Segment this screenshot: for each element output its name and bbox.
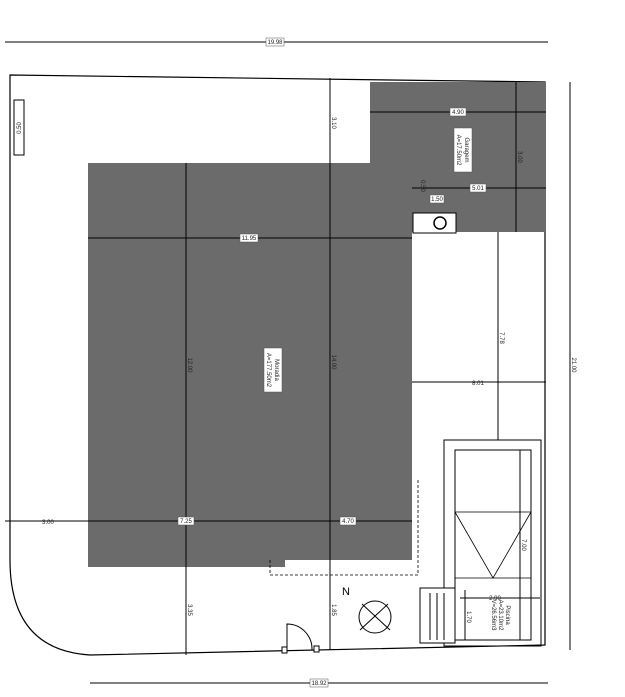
garage-label: Garagem A=17.50m2 xyxy=(453,127,473,173)
svg-text:18.92: 18.92 xyxy=(311,681,327,687)
svg-text:4.70: 4.70 xyxy=(342,519,354,525)
svg-text:14.00: 14.00 xyxy=(330,354,336,370)
side-tag-label: 0.50 xyxy=(17,122,23,134)
svg-text:5.01: 5.01 xyxy=(472,186,484,192)
svg-text:V=26.56m3: V=26.56m3 xyxy=(490,600,496,632)
svg-text:1.50: 1.50 xyxy=(431,197,443,203)
svg-text:0.50: 0.50 xyxy=(419,180,425,192)
plot-boundary xyxy=(9,74,546,656)
svg-text:3.00: 3.00 xyxy=(42,520,54,526)
svg-text:8.01: 8.01 xyxy=(472,381,484,387)
svg-text:12.00: 12.00 xyxy=(186,357,192,373)
svg-text:7.78: 7.78 xyxy=(498,332,504,344)
svg-text:1.85: 1.85 xyxy=(330,604,336,616)
svg-text:Garagem: Garagem xyxy=(463,137,469,162)
house xyxy=(88,163,412,567)
dimension-labels: 19.98 18.92 21.00 11.95 12.00 14.00 3.10… xyxy=(42,37,576,688)
svg-text:3.35: 3.35 xyxy=(186,604,192,616)
svg-text:A=177.50m2: A=177.50m2 xyxy=(265,353,271,388)
svg-text:A=17.50m2: A=17.50m2 xyxy=(455,135,461,167)
house-label: Moradia A=177.50m2 xyxy=(263,347,283,393)
svg-text:2.90: 2.90 xyxy=(489,596,501,602)
svg-text:3.00: 3.00 xyxy=(516,151,522,163)
svg-text:1.70: 1.70 xyxy=(465,611,471,623)
pool-label: Piscina A=23.10m2 V=26.56m3 xyxy=(490,600,510,632)
svg-text:Piscina: Piscina xyxy=(504,605,510,625)
side-tag xyxy=(13,99,25,156)
svg-text:19.98: 19.98 xyxy=(267,40,283,46)
svg-text:21.00: 21.00 xyxy=(570,357,576,373)
pool xyxy=(454,449,532,641)
svg-text:7.25: 7.25 xyxy=(180,519,192,525)
svg-text:Moradia: Moradia xyxy=(273,359,279,381)
svg-text:7.00: 7.00 xyxy=(520,539,526,551)
svg-text:3.10: 3.10 xyxy=(330,117,336,129)
north-arrow-icon xyxy=(358,600,392,634)
svg-text:4.90: 4.90 xyxy=(452,110,464,116)
gate xyxy=(286,623,313,651)
svg-text:A=23.10m2: A=23.10m2 xyxy=(497,600,503,632)
svg-text:11.95: 11.95 xyxy=(242,236,257,242)
pool-enclosure xyxy=(443,439,542,647)
north-label: N xyxy=(342,586,350,598)
